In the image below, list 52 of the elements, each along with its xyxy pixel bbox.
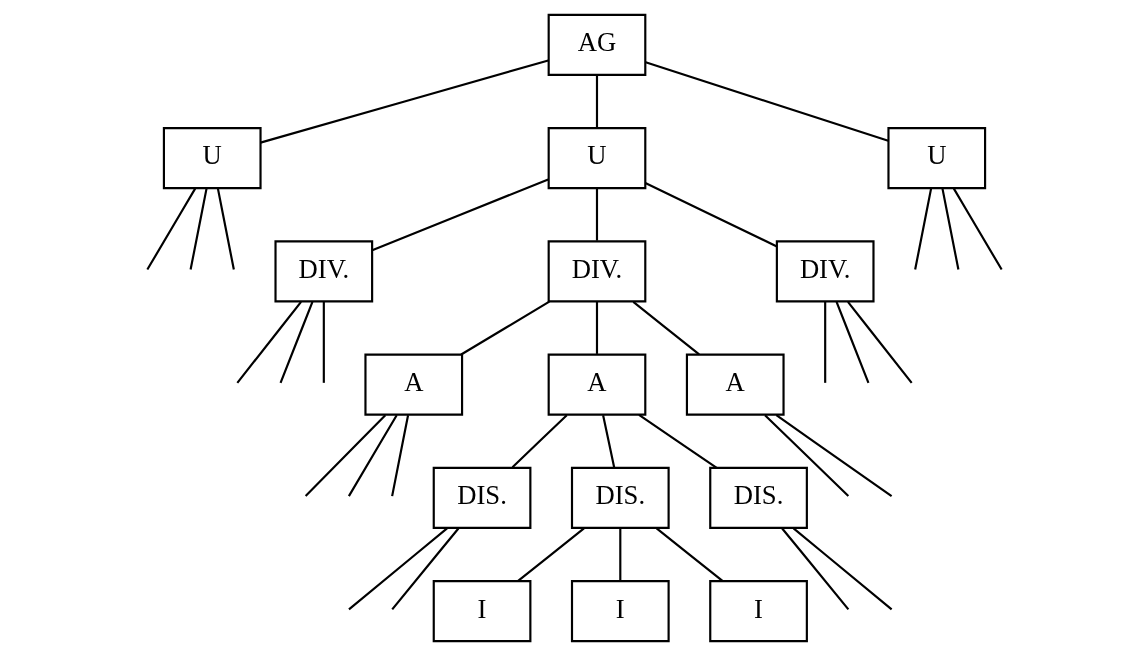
node-box: DIS.: [432, 466, 531, 529]
node-box: DIS.: [708, 466, 808, 529]
connector: [235, 301, 302, 384]
node-box: A: [547, 353, 646, 416]
node-box: U: [547, 127, 646, 190]
node-box: A: [685, 353, 785, 416]
connector: [259, 59, 549, 144]
connector: [952, 188, 1003, 271]
connector: [304, 414, 386, 497]
node-box: U: [886, 127, 986, 190]
connector: [460, 300, 550, 356]
connector: [913, 188, 932, 270]
node-box: DIV.: [547, 240, 646, 303]
connector: [595, 188, 598, 241]
connector: [347, 414, 398, 497]
node-box: I: [570, 580, 670, 643]
connector: [516, 527, 585, 582]
connector: [644, 182, 777, 248]
connector: [390, 527, 459, 611]
node-box: DIV.: [273, 240, 373, 303]
connector: [189, 188, 208, 270]
connector: [780, 527, 849, 611]
node-box: DIV.: [775, 240, 875, 303]
connector: [595, 301, 598, 354]
connector: [371, 178, 549, 252]
connector: [618, 528, 621, 581]
connector: [846, 301, 913, 384]
node-box: I: [708, 580, 808, 643]
connector: [792, 527, 892, 611]
node-box: A: [363, 353, 463, 416]
connector: [216, 188, 235, 270]
connector: [644, 61, 889, 142]
connector: [601, 414, 615, 468]
node-box: U: [162, 127, 262, 190]
connector: [637, 414, 717, 469]
connector: [511, 414, 568, 468]
node-box: DIS.: [570, 466, 670, 529]
connector: [940, 188, 959, 270]
connector: [279, 301, 313, 384]
connector: [595, 75, 598, 128]
connector: [347, 527, 448, 611]
connector: [145, 188, 196, 271]
connector: [632, 301, 700, 356]
connector: [763, 414, 849, 497]
node-box: AG: [547, 13, 646, 76]
connector: [655, 527, 723, 582]
connector: [775, 414, 892, 497]
connector: [823, 301, 826, 383]
connector: [835, 301, 869, 384]
node-box: I: [432, 580, 531, 643]
connector: [322, 301, 325, 383]
connector: [390, 414, 409, 497]
